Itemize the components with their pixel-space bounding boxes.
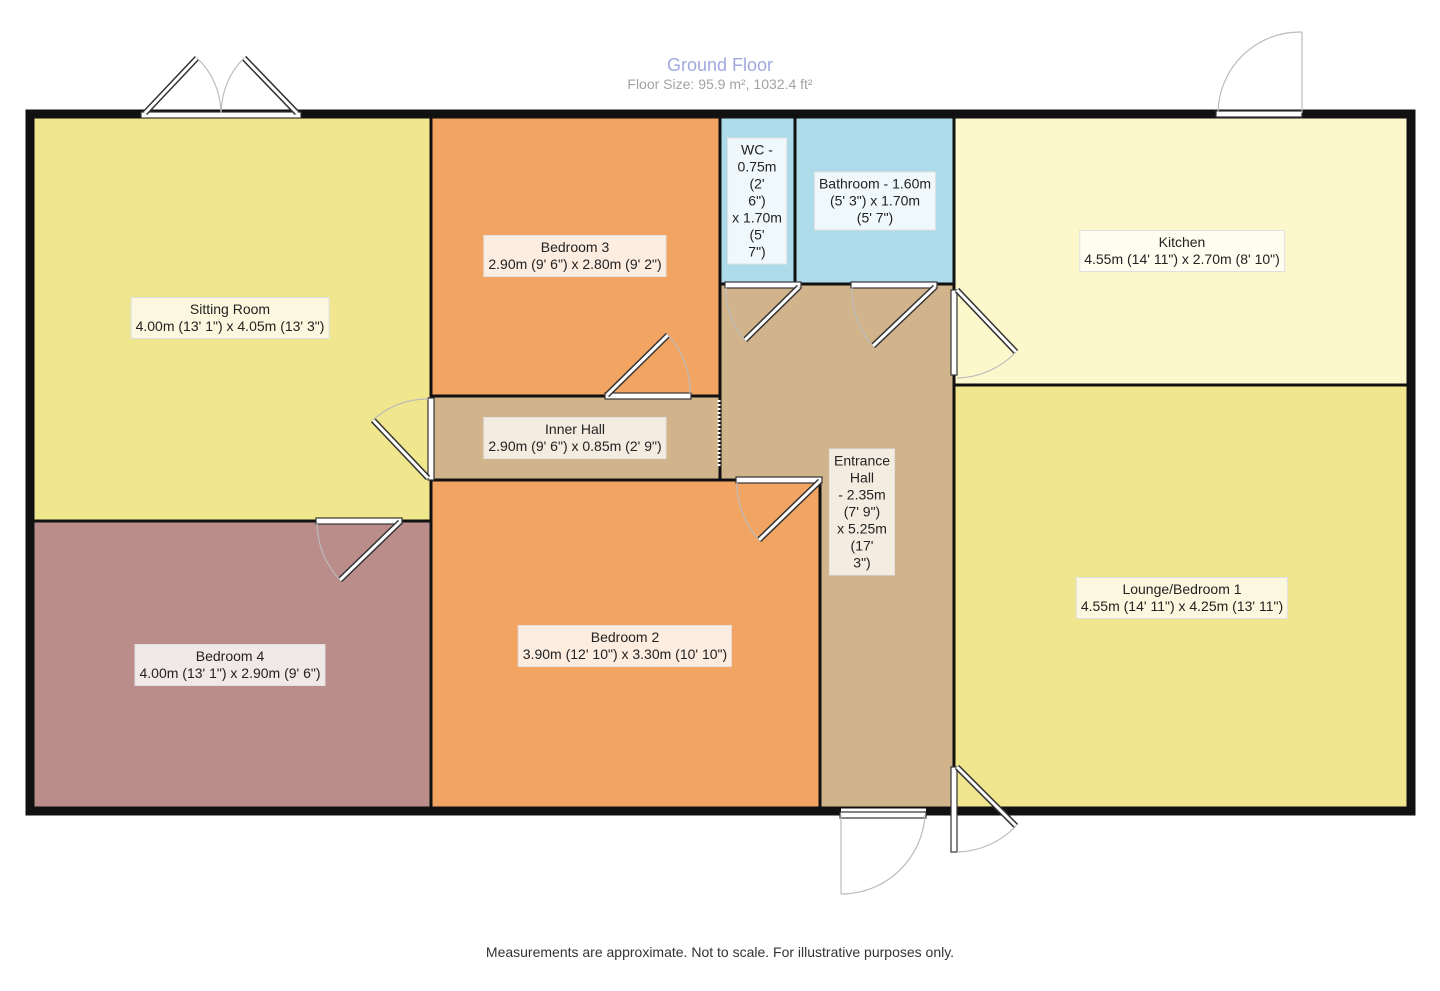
label-inner-hall: Inner Hall 2.90m (9' 6") x 0.85m (2' 9") xyxy=(483,417,667,459)
inner-hall-name: Inner Hall xyxy=(545,421,605,437)
kitchen-inner-door xyxy=(950,287,1019,379)
lounge-external-door xyxy=(950,764,1019,853)
wc-line-4: 6") xyxy=(748,192,766,209)
bedroom-3-dims: 2.90m (9' 6") x 2.80m (9' 2") xyxy=(488,256,662,272)
entrance-hall-line-3: - 2.35m xyxy=(838,486,886,503)
entrance-hall-line-7: 3") xyxy=(853,554,871,571)
bedroom-3-door xyxy=(604,332,692,400)
floor-title: Ground Floor xyxy=(666,55,774,75)
label-bedroom-3: Bedroom 3 2.90m (9' 6") x 2.80m (9' 2") xyxy=(483,235,667,277)
label-lounge-bedroom-1: Lounge/Bedroom 1 4.55m (14' 11") x 4.25m… xyxy=(1075,577,1289,619)
sitting-room-dims: 4.00m (13' 1") x 4.05m (13' 3") xyxy=(135,318,325,334)
bedroom-3-name: Bedroom 3 xyxy=(540,239,610,255)
entrance-hall-line-6: (17' xyxy=(850,537,874,554)
outer-wall xyxy=(25,109,1416,816)
bedroom-4-dims: 4.00m (13' 1") x 2.90m (9' 6") xyxy=(139,665,321,681)
sitting-room-name: Sitting Room xyxy=(189,301,271,317)
label-bedroom-2: Bedroom 2 3.90m (12' 10") x 3.30m (10' 1… xyxy=(517,625,733,667)
kitchen-dims: 4.55m (14' 11") x 2.70m (8' 10") xyxy=(1084,251,1280,267)
wc-line-1: WC - xyxy=(741,141,773,158)
entrance-hall-line-5: x 5.25m xyxy=(837,520,887,537)
sitting-room-door xyxy=(370,397,435,481)
bedroom-2-name: Bedroom 2 xyxy=(590,629,660,645)
bathroom-door xyxy=(850,281,938,349)
kitchen-name: Kitchen xyxy=(1158,234,1206,250)
bedroom-2-door xyxy=(735,476,823,543)
wc-line-3: (2' xyxy=(749,175,765,192)
entrance-hall-line-2: Hall xyxy=(849,469,875,486)
wc-line-5: x 1.70m xyxy=(732,209,782,226)
label-bedroom-4: Bedroom 4 4.00m (13' 1") x 2.90m (9' 6") xyxy=(134,644,326,686)
entrance-hall-line-4: (7' 9") xyxy=(843,503,881,520)
doors xyxy=(140,31,1303,895)
wc-door xyxy=(724,281,802,343)
wc-line-7: 7") xyxy=(748,243,766,260)
inner-hall-dims: 2.90m (9' 6") x 0.85m (2' 9") xyxy=(488,438,662,454)
lounge-bedroom-1-name: Lounge/Bedroom 1 xyxy=(1122,581,1242,597)
kitchen-external-door xyxy=(1215,31,1303,118)
disclaimer-note: Measurements are approximate. Not to sca… xyxy=(485,944,955,960)
wc-line-2: 0.75m xyxy=(737,158,777,175)
door-openings xyxy=(142,111,1302,851)
label-kitchen: Kitchen 4.55m (14' 11") x 2.70m (8' 10") xyxy=(1079,230,1285,272)
bathroom-line-3: (5' 7") xyxy=(856,209,894,226)
room-entrance-hall-top xyxy=(720,284,954,480)
entrance-hall-line-1: Entrance xyxy=(833,452,891,469)
interior-walls xyxy=(34,118,1407,807)
label-entrance-hall: Entrance Hall - 2.35m (7' 9") x 5.25m (1… xyxy=(828,448,896,576)
label-wc: WC - 0.75m (2' 6") x 1.70m (5' 7") xyxy=(727,137,787,265)
entrance-door xyxy=(839,811,927,895)
label-sitting-room: Sitting Room 4.00m (13' 1") x 4.05m (13'… xyxy=(130,297,330,339)
bedroom-4-name: Bedroom 4 xyxy=(195,648,265,664)
french-doors xyxy=(140,55,302,119)
bathroom-line-1: Bathroom - 1.60m xyxy=(818,175,932,192)
wc-line-6: (5' xyxy=(749,226,765,243)
bedroom-4-door xyxy=(315,517,403,583)
bedroom-2-dims: 3.90m (12' 10") x 3.30m (10' 10") xyxy=(522,646,728,662)
lounge-bedroom-1-dims: 4.55m (14' 11") x 4.25m (13' 11") xyxy=(1080,598,1284,614)
floor-size: Floor Size: 95.9 m², 1032.4 ft² xyxy=(627,76,813,92)
label-bathroom: Bathroom - 1.60m (5' 3") x 1.70m (5' 7") xyxy=(813,171,937,231)
bathroom-line-2: (5' 3") x 1.70m xyxy=(829,192,921,209)
